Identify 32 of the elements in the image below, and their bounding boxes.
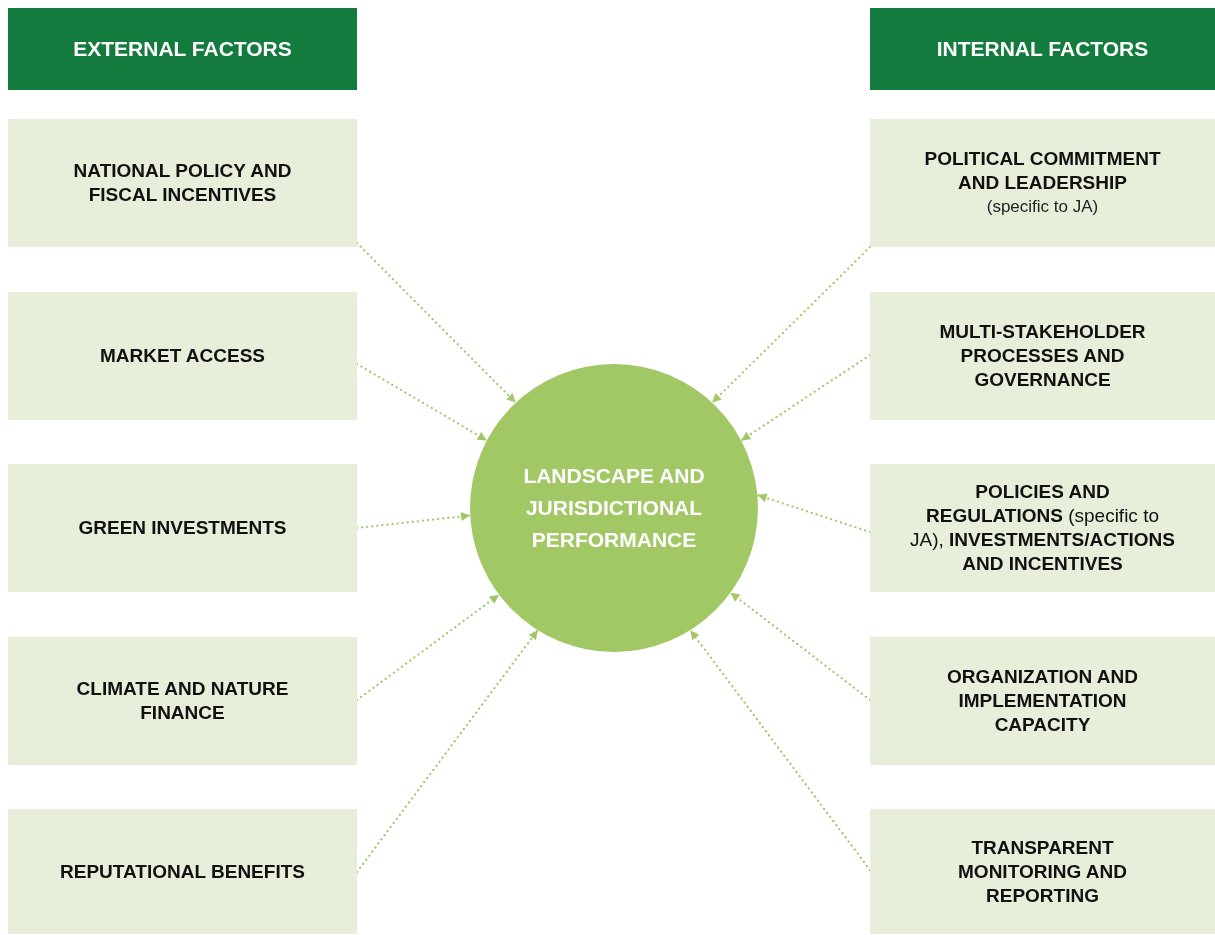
factor-label: CLIMATE AND NATURE FINANCE <box>75 677 290 725</box>
header-title: EXTERNAL FACTORS <box>73 37 292 61</box>
factor-box <box>870 637 1215 765</box>
factor-label: LANDSCAPE AND JURISDICTIONAL PERFORMANCE <box>522 463 706 553</box>
factor-box <box>870 464 1215 592</box>
dotted-arrow <box>730 592 872 702</box>
factor-label: REPUTATIONAL BENEFITS <box>60 859 305 884</box>
factor-box <box>8 119 357 247</box>
header-title: INTERNAL FACTORS <box>936 37 1149 61</box>
dotted-arrow <box>689 629 872 872</box>
factor-box <box>870 809 1215 934</box>
factor-box <box>8 809 357 934</box>
factor-box <box>8 464 357 592</box>
factor-label: TRANSPARENT MONITORING AND REPORTING <box>957 835 1128 908</box>
factor-box <box>870 292 1215 420</box>
factor-label: MARKET ACCESS <box>100 344 265 368</box>
factor-label: GREEN INVESTMENTS <box>78 516 287 540</box>
factor-label: MULTI-STAKEHOLDER PROCESSES AND GOVERNANCE <box>938 320 1147 392</box>
factor-box <box>8 637 357 765</box>
header-box <box>870 8 1215 90</box>
factor-label: POLICIES AND REGULATIONS (specific to JA), INVESTMENTS/ACTIONS AND INCENTIVES <box>910 480 1175 576</box>
center-circle <box>470 364 758 652</box>
dotted-arrow <box>711 245 872 404</box>
note-text: (specific to JA) <box>986 196 1099 218</box>
factor-label: ORGANIZATION AND IMPLEMENTATION CAPACITY <box>945 665 1139 737</box>
factor-label: NATIONAL POLICY AND FISCAL INCENTIVES <box>72 159 293 207</box>
dotted-arrow <box>757 493 872 534</box>
factor-box <box>8 292 357 420</box>
factor-box <box>870 119 1215 247</box>
factor-label: POLITICAL COMMITMENT AND LEADERSHIP <box>923 147 1162 195</box>
dotted-arrow <box>740 353 872 442</box>
header-box <box>8 8 357 90</box>
